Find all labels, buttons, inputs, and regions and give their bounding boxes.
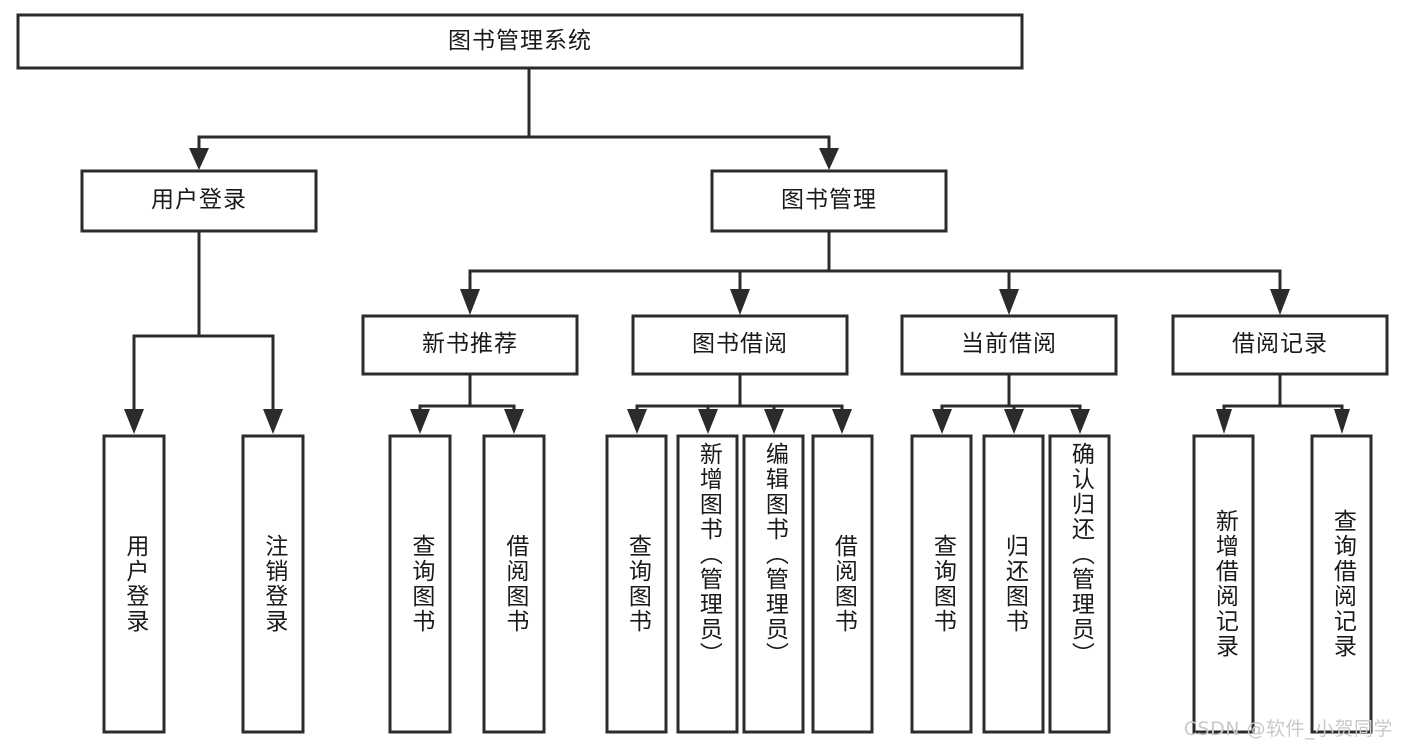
arrow-head-book-management: [819, 148, 839, 170]
arrow-head-current-borrow: [999, 289, 1019, 315]
node-box-leaf-logout[interactable]: [241, 434, 305, 734]
node-box-user-login[interactable]: [80, 169, 318, 233]
node-box-leaf-user-login[interactable]: [102, 434, 166, 734]
arrow-head-leaf-return-book: [1004, 409, 1024, 434]
arrow-head-leaf-add-book: [698, 409, 718, 434]
node-box-leaf-borrow-book-2[interactable]: [811, 434, 874, 734]
arrow-head-leaf-logout: [263, 409, 283, 434]
arrow-head-user-login: [189, 148, 209, 170]
node-box-leaf-confirm-return[interactable]: [1048, 434, 1111, 734]
connector-root-to-level2: [189, 66, 839, 170]
node-box-borrow-record[interactable]: [1171, 314, 1389, 376]
connector-user-login-children: [124, 229, 283, 434]
arrow-head-leaf-borrow-book-2: [832, 409, 852, 434]
arrow-head-leaf-query-record: [1334, 409, 1350, 434]
csdn-watermark: CSDN @软件_小贺同学: [1183, 718, 1393, 740]
node-box-leaf-edit-book[interactable]: [742, 434, 805, 734]
arrow-head-borrow-record: [1270, 289, 1290, 315]
connector-borrow-record-children: [1216, 372, 1350, 434]
arrow-head-book-borrow: [730, 289, 750, 315]
arrow-head-leaf-query-book-3: [932, 409, 952, 434]
connector-new-book-recommend-children: [410, 372, 524, 434]
node-box-root[interactable]: [16, 13, 1024, 70]
node-box-new-book-recommend[interactable]: [361, 314, 579, 376]
arrow-head-leaf-query-book-2: [627, 409, 647, 434]
connector-book-management-children: [460, 229, 1290, 315]
arrow-head-leaf-query-book-1: [410, 409, 430, 434]
node-box-book-management[interactable]: [710, 169, 948, 233]
arrow-head-leaf-borrow-book-1: [504, 409, 524, 434]
node-box-leaf-borrow-book-1[interactable]: [482, 434, 546, 734]
arrow-head-leaf-edit-book: [764, 409, 784, 434]
node-box-leaf-query-book-2[interactable]: [605, 434, 668, 734]
node-box-leaf-add-book[interactable]: [676, 434, 739, 734]
node-box-current-borrow[interactable]: [900, 314, 1118, 376]
arrow-head-leaf-confirm-return: [1070, 409, 1090, 434]
node-box-book-borrow[interactable]: [631, 314, 849, 376]
connector-book-borrow-children: [627, 372, 852, 434]
connector-current-borrow-children: [932, 372, 1090, 434]
node-box-leaf-query-book-1[interactable]: [388, 434, 452, 734]
node-box-leaf-query-record[interactable]: [1310, 434, 1373, 734]
node-box-leaf-return-book[interactable]: [982, 434, 1045, 734]
node-box-leaf-query-book-3[interactable]: [910, 434, 973, 734]
node-box-leaf-add-record[interactable]: [1192, 434, 1255, 734]
arrow-head-leaf-add-record: [1216, 409, 1232, 434]
arrow-head-new-book-recommend: [460, 289, 480, 315]
arrow-head-leaf-user-login: [124, 409, 144, 434]
